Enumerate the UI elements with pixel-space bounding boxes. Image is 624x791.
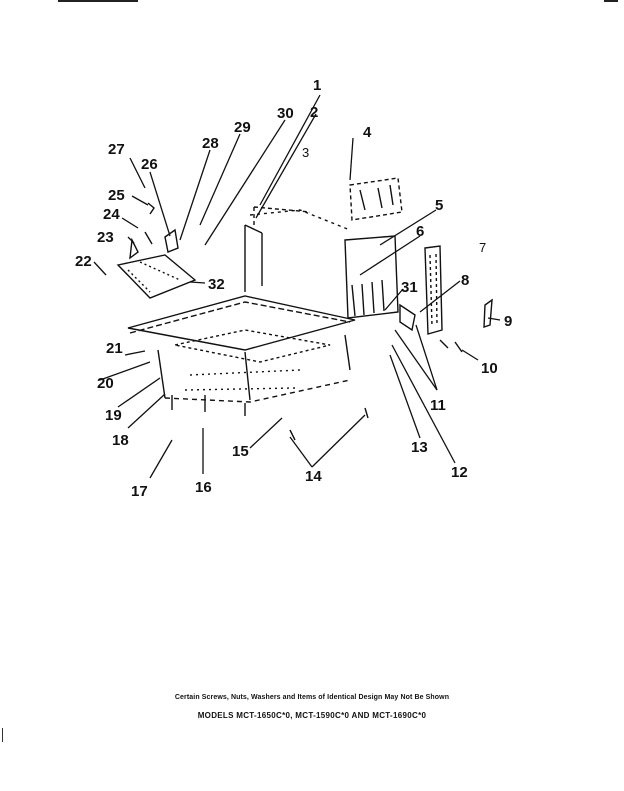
cabinet-frame bbox=[116, 177, 493, 441]
callout-32: 32 bbox=[208, 276, 225, 293]
callout-22: 22 bbox=[75, 253, 92, 270]
callout-29: 29 bbox=[234, 119, 251, 136]
callout-1: 1 bbox=[313, 77, 321, 94]
disclaimer-note: Certain Screws, Nuts, Washers and Items … bbox=[174, 694, 450, 701]
callout-18: 18 bbox=[112, 432, 129, 449]
callout-4: 4 bbox=[363, 124, 372, 141]
callout-14: 14 bbox=[305, 468, 322, 485]
callout-10: 10 bbox=[481, 360, 498, 377]
callout-3: 3 bbox=[302, 145, 309, 160]
models-caption: MODELS MCT-1650C*0, MCT-1590C*0 AND MCT-… bbox=[197, 711, 427, 720]
corner-mark bbox=[604, 0, 618, 2]
callout-17: 17 bbox=[131, 483, 148, 500]
callout-25: 25 bbox=[108, 187, 125, 204]
callout-13: 13 bbox=[411, 439, 428, 456]
callout-27: 27 bbox=[108, 141, 125, 158]
callout-9: 9 bbox=[504, 313, 512, 330]
callout-26: 26 bbox=[141, 156, 158, 173]
callout-11: 11 bbox=[430, 397, 446, 414]
callout-19: 19 bbox=[105, 407, 122, 424]
callout-6: 6 bbox=[416, 223, 424, 240]
edge-mark bbox=[2, 728, 3, 742]
callout-15: 15 bbox=[232, 443, 249, 460]
callout-30: 30 bbox=[277, 105, 294, 122]
callout-24: 24 bbox=[103, 206, 120, 223]
callout-23: 23 bbox=[97, 229, 114, 246]
callout-2: 2 bbox=[310, 104, 318, 121]
callout-7: 7 bbox=[479, 240, 486, 255]
callout-8: 8 bbox=[461, 272, 469, 289]
callout-5: 5 bbox=[435, 197, 443, 214]
callout-21: 21 bbox=[106, 340, 123, 357]
callout-28: 28 bbox=[202, 135, 219, 152]
callout-16: 16 bbox=[195, 479, 212, 496]
callout-12: 12 bbox=[451, 464, 468, 481]
header-rule bbox=[58, 0, 138, 2]
leader-lines bbox=[93, 94, 501, 479]
callout-31: 31 bbox=[401, 279, 418, 296]
callout-20: 20 bbox=[97, 375, 114, 392]
